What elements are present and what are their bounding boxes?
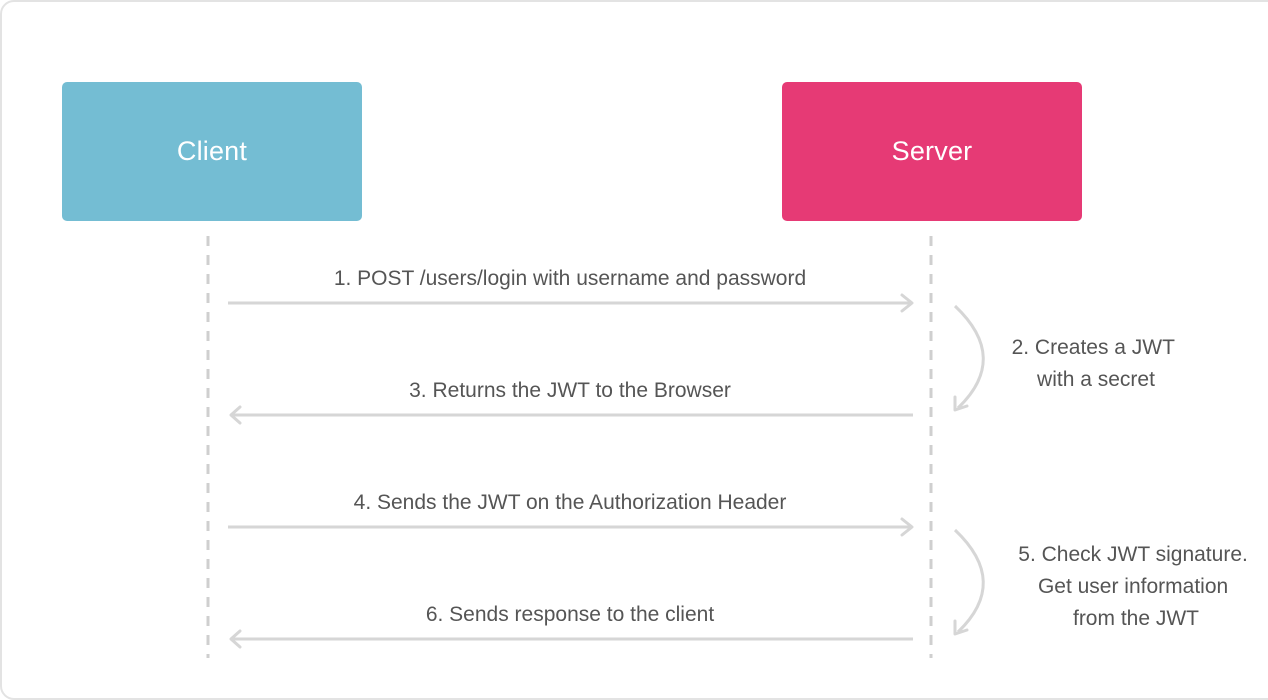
self-step-2-arrowhead (953, 395, 969, 412)
message-1-arrowhead (900, 293, 914, 313)
server-step-5-line-3: from the JWT (1073, 607, 1199, 630)
message-4-label: 4. Sends the JWT on the Authorization He… (354, 491, 787, 514)
client-actor-box: Client (62, 82, 362, 221)
message-3-arrowhead (229, 405, 242, 425)
server-step-2-line-1: 2. Creates a JWT (1012, 336, 1176, 359)
message-4-arrowhead (900, 517, 914, 537)
client-label: Client (176, 136, 248, 166)
server-step-5-line-2: Get user information (1038, 575, 1228, 598)
server-step-2-line-2: with a secret (1036, 368, 1155, 391)
server-step-5-text: 5. Check JWT signature. Get user informa… (1018, 543, 1253, 630)
self-step-5-arc (953, 528, 985, 634)
message-3-label: 3. Returns the JWT to the Browser (409, 379, 731, 402)
server-label: Server (891, 136, 973, 166)
server-actor-box: Server (782, 82, 1082, 221)
sequence-diagram: 1. POST /users/login with username and p… (206, 236, 1253, 658)
self-step-5-arrowhead (953, 619, 969, 636)
server-step-2-text: 2. Creates a JWT with a secret (1012, 336, 1181, 391)
self-step-2-arc (953, 304, 985, 410)
message-6-arrowhead (229, 629, 242, 649)
message-1-label: 1. POST /users/login with username and p… (334, 267, 806, 290)
message-6-label: 6. Sends response to the client (426, 603, 715, 626)
server-step-5-line-1: 5. Check JWT signature. (1018, 543, 1248, 566)
